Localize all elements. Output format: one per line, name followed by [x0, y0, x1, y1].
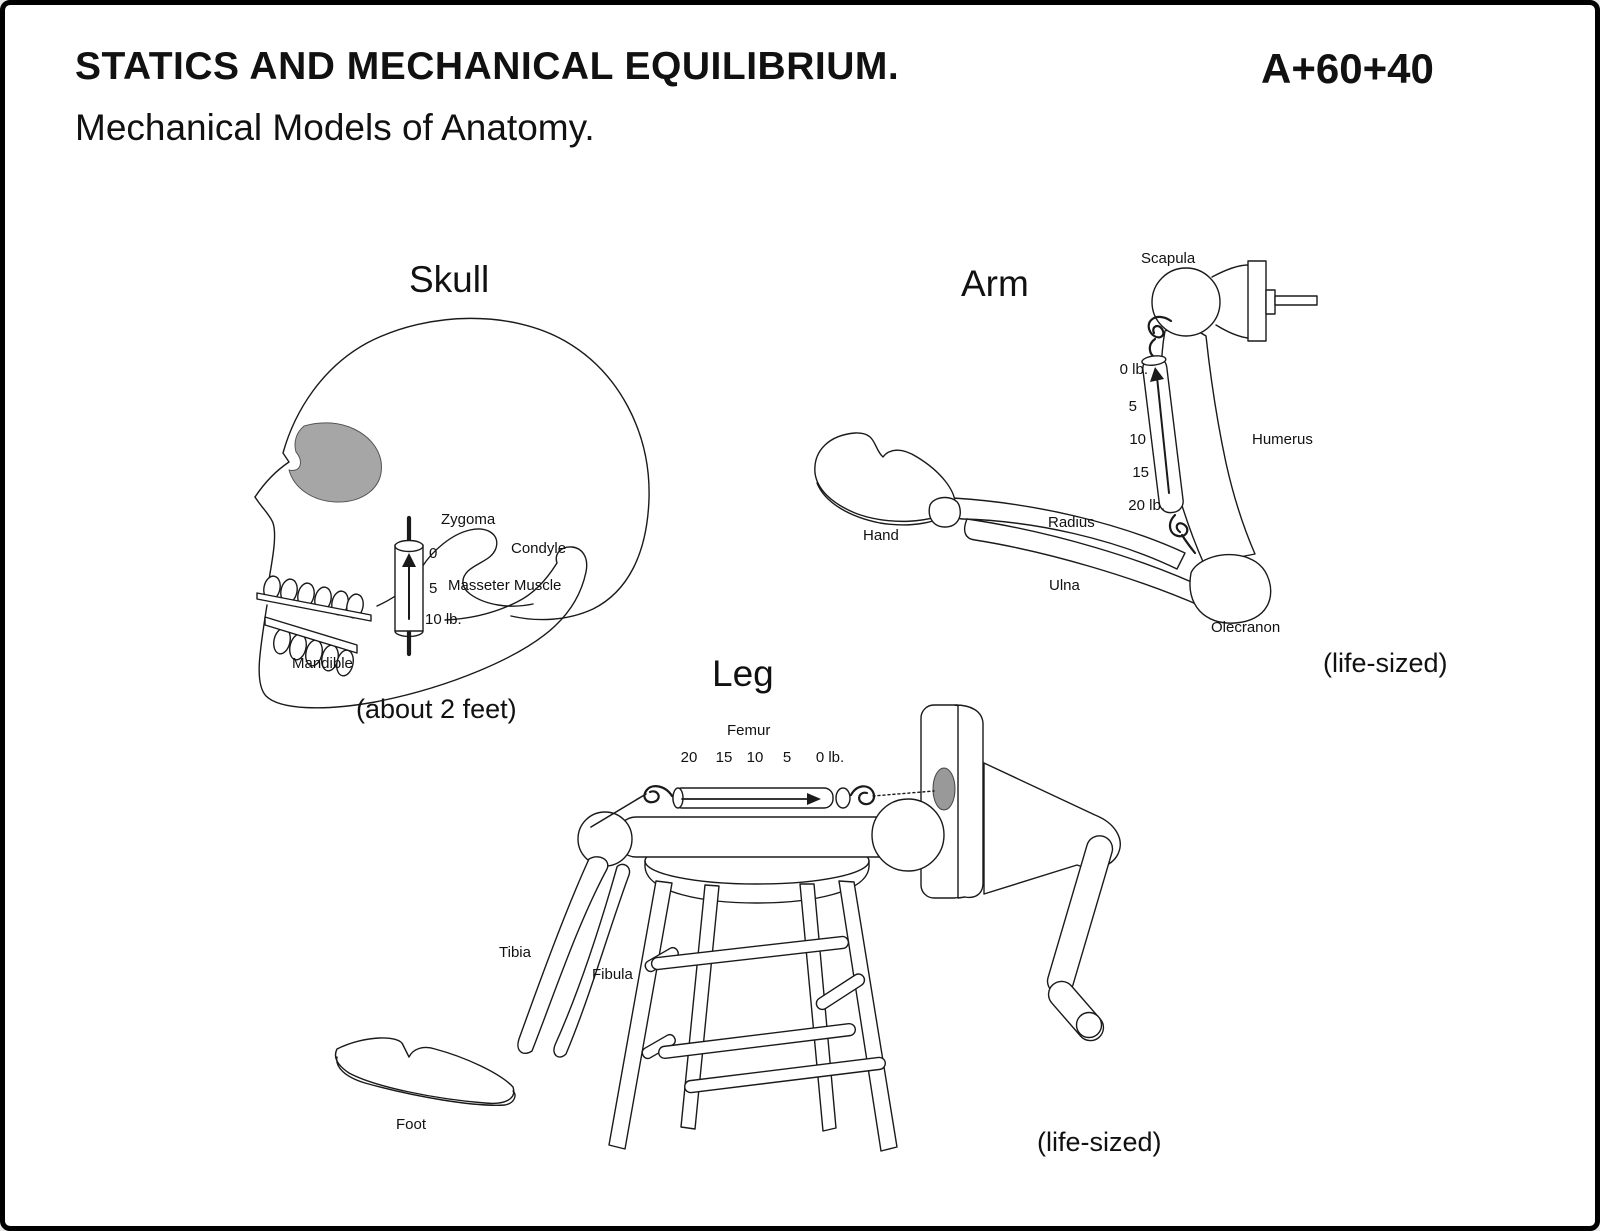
scapula-ball [1151, 267, 1221, 337]
skull-scale-tick-0: 0 [429, 545, 438, 562]
leg-scale-tick-10: 10 [746, 749, 764, 766]
stool-leg-rear-left [680, 884, 720, 1130]
ulna-outline [963, 518, 1212, 608]
s-hook-left [643, 785, 674, 804]
page-code: A+60+40 [1261, 45, 1434, 92]
stool-leg-front-left [608, 880, 673, 1150]
fibula-outline [553, 863, 631, 1058]
s-hook-right [849, 785, 876, 806]
stool-rung-mid [657, 1022, 857, 1060]
stool-rung-lower [684, 1056, 886, 1094]
arm-title: Arm [961, 263, 1029, 304]
arm-scale-cap [1141, 355, 1167, 366]
lower-jaw-bar [264, 616, 358, 654]
s-hook-bottom [1168, 513, 1189, 538]
s-hook-bottom-tail [1180, 533, 1197, 555]
arm-scale-tick-5: 5 [1128, 398, 1137, 415]
crank-handle [1047, 980, 1105, 1042]
foot-paddle [334, 1037, 515, 1105]
skull-scale-tick-5: 5 [429, 580, 438, 597]
femur-shaft [616, 816, 916, 858]
label-zygoma: Zygoma [441, 511, 496, 528]
leg-scale-cap-left [672, 787, 684, 809]
zygoma-condyle-outline [421, 528, 534, 607]
wire-right-dotted [872, 790, 935, 797]
label-mandible: Mandible [292, 655, 353, 672]
page-title: STATICS AND MECHANICAL EQUILIBRIUM. [75, 45, 900, 88]
crank-handle-end [1075, 1011, 1103, 1039]
label-fibula: Fibula [592, 966, 633, 983]
arm-scale-tick-20: 20 lb. [1128, 497, 1165, 514]
s-hook-top-loop [1148, 337, 1158, 360]
scapula-neck-top [1211, 264, 1249, 278]
hand-paddle [814, 432, 956, 523]
label-masseter: Masseter Muscle [448, 577, 562, 594]
cranium-outline [254, 317, 650, 621]
leg-scale-collar [835, 787, 851, 809]
arm-scale-tick-10: 10 [1129, 431, 1146, 448]
arm-scale-arrowhead [1150, 367, 1164, 382]
foot-rim [336, 1056, 516, 1106]
tibia-outline [517, 856, 609, 1055]
femur-bone [577, 798, 945, 872]
stool-leg-front-right [838, 880, 898, 1152]
scale-arrowhead [402, 553, 416, 567]
scapula-neck-bottom [1215, 324, 1249, 339]
skull-figure [254, 317, 650, 709]
leg-caption: (life-sized) [1037, 1127, 1162, 1157]
upper-jaw-bar [256, 592, 372, 622]
nose-maxilla-outline [254, 496, 276, 592]
leg-spring-scale [590, 785, 935, 828]
arm-spring-scale [1141, 315, 1197, 555]
label-femur: Femur [727, 722, 771, 739]
mount-board-side [954, 704, 984, 899]
s-hook-top [1147, 315, 1173, 339]
leg-scale-arrowhead [807, 793, 821, 805]
stool-rung-upper [650, 935, 850, 971]
leg-scale-tick-15: 15 [715, 749, 733, 766]
leg-scale-tick-0: 0 lb. [815, 749, 845, 766]
upper-teeth [256, 575, 372, 622]
mount-plate [1247, 260, 1267, 342]
scale-cylinder-cap [394, 539, 424, 553]
leg-figure [334, 704, 1121, 1152]
knee-ball [577, 811, 633, 867]
mount-hub [1265, 289, 1276, 315]
skull-caption: (about 2 feet) [356, 694, 517, 724]
line-art [254, 260, 1318, 1152]
board-hole [932, 767, 956, 811]
leg-scale-tick-5: 5 [782, 749, 792, 766]
lower-teeth [264, 616, 358, 677]
arm-scale-arrow [1156, 376, 1170, 494]
label-scapula: Scapula [1141, 250, 1196, 267]
label-hand: Hand [863, 527, 899, 544]
eye-orbit [288, 422, 382, 503]
arm-scale-tick-0: 0 lb. [1119, 361, 1148, 378]
skull-spring-scale [394, 515, 424, 657]
wrist-bone [928, 496, 961, 528]
stool [608, 837, 898, 1152]
olecranon-outline [1189, 553, 1272, 624]
scale-cylinder-bottom [394, 630, 424, 638]
wire-left [590, 793, 647, 828]
arm-figure [814, 260, 1318, 624]
label-radius: Radius [1048, 514, 1095, 531]
arm-caption: (life-sized) [1323, 648, 1448, 678]
skull-scale-tick-10: 10 lb. [425, 611, 462, 628]
leg-title: Leg [712, 653, 774, 694]
arm-scale-tick-15: 15 [1132, 464, 1149, 481]
label-ulna: Ulna [1049, 577, 1080, 594]
label-olecranon: Olecranon [1211, 619, 1281, 636]
hip-ball [871, 798, 945, 872]
page-subtitle: Mechanical Models of Anatomy. [75, 107, 595, 148]
label-humerus: Humerus [1252, 431, 1313, 448]
mandible-outline [258, 546, 588, 709]
label-foot: Foot [396, 1116, 427, 1133]
label-condyle: Condyle [511, 540, 567, 557]
leg-scale-tick-20: 20 [680, 749, 698, 766]
mount-shaft [1274, 295, 1318, 306]
skull-title: Skull [409, 259, 490, 300]
label-tibia: Tibia [499, 944, 531, 961]
stool-peg-right-diagonal [815, 973, 866, 1011]
